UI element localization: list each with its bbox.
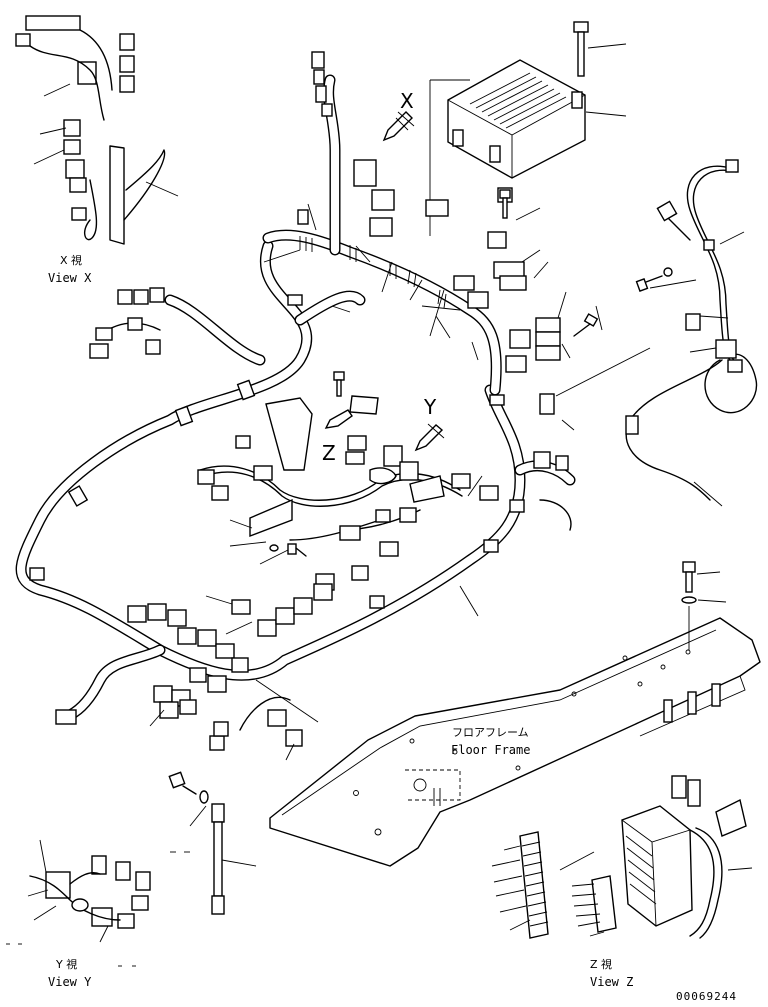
floor-bolt-icon	[681, 561, 727, 650]
view-x-title-en: View X	[48, 271, 92, 285]
controller-bolt-icon	[573, 21, 627, 117]
leader-lines	[149, 203, 745, 827]
view-y-marker: Y	[423, 395, 437, 419]
view-z-title-en: View Z	[590, 975, 633, 989]
drawing-number: 00069244	[676, 990, 737, 1003]
view-x-arrow-icon	[382, 111, 415, 142]
view-y-arrow-icon	[414, 423, 445, 452]
view-x-inset	[15, 15, 179, 245]
view-y-title-jp: Y 視	[55, 957, 77, 971]
view-z-marker: Z	[322, 441, 336, 465]
view-y-title-en: View Y	[48, 975, 92, 989]
bolts	[269, 189, 673, 557]
harness-clamps	[29, 209, 525, 609]
floor-frame-en: Floor Frame	[451, 743, 530, 757]
floor-frame	[269, 617, 761, 867]
main-wiring-harness	[15, 74, 576, 721]
fuse-rod-icon	[168, 771, 257, 915]
connectors	[55, 51, 569, 751]
view-x-marker: X	[400, 89, 414, 113]
right-sub-harness	[625, 159, 758, 501]
view-y-inset	[27, 839, 151, 943]
view-z-title-jp: Z 視	[590, 957, 612, 971]
controller-unit-icon	[447, 59, 586, 179]
floor-frame-jp: フロアフレーム	[452, 726, 529, 739]
view-z-arrow-icon	[324, 409, 353, 429]
view-x-title-jp: X 視	[60, 253, 82, 267]
view-z-inset	[491, 775, 753, 939]
